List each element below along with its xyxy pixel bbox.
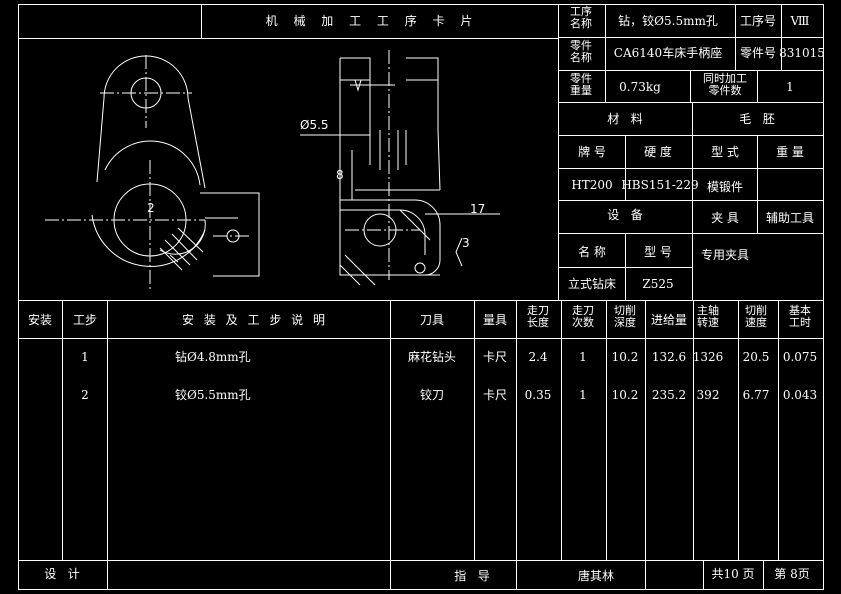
lever-side-view <box>91 55 260 277</box>
material-label: 材 料 <box>607 112 643 126</box>
part-weight-label: 零件 重量 <box>570 72 592 97</box>
process-no-value: Ⅷ <box>790 14 810 28</box>
table-cell: 卡尺 <box>482 350 508 364</box>
table-cell: 235.2 <box>651 388 687 402</box>
header-cell: 走刀 次数 <box>572 304 594 329</box>
dim-3: 3 <box>462 236 470 250</box>
equipment-label: 设 备 <box>607 208 643 222</box>
centerlines-right <box>345 50 420 280</box>
design-label: 设 计 <box>44 567 80 581</box>
eq-model-label: 型 号 <box>644 245 672 259</box>
total-pages: 共10 页 <box>711 567 755 581</box>
table-cell: 392 <box>696 388 720 402</box>
table-cell: 铰Ø5.5mm孔 <box>175 388 251 402</box>
blank-weight-label: 重 量 <box>776 145 804 159</box>
card-title: 机 械 加 工 工 序 卡 片 <box>265 14 479 28</box>
header-cell: 刀具 <box>419 313 445 327</box>
table-cell: 0.043 <box>782 388 818 402</box>
table-cell: 1326 <box>692 350 724 364</box>
lever-section-view <box>339 57 463 286</box>
form-value: 模锻件 <box>706 180 744 194</box>
dim-8: 8 <box>336 168 344 182</box>
eq-model-value: Z525 <box>642 277 674 291</box>
simul-count: 1 <box>786 80 794 94</box>
page-number: 第 8页 <box>774 567 810 581</box>
centerlines-left <box>45 55 250 292</box>
header-cell: 主轴 转速 <box>697 304 719 329</box>
hardness-label: 硬 度 <box>644 145 672 159</box>
header-cell: 安 装 及 工 步 说 明 <box>182 313 328 327</box>
table-cell: 6.77 <box>742 388 770 402</box>
dim-17: 17 <box>470 202 486 216</box>
dimension-lines <box>300 79 500 215</box>
header-cell: 工步 <box>72 313 98 327</box>
header-cell: 基本 工时 <box>789 304 811 329</box>
process-no-label: 工序号 <box>739 14 777 28</box>
table-cell: 铰刀 <box>419 388 445 402</box>
table-cell: 0.35 <box>524 388 552 402</box>
table-cell: 2.4 <box>528 350 548 364</box>
part-weight-value: 0.73kg <box>619 80 661 94</box>
fixture-label: 夹 具 <box>711 211 739 225</box>
header-cell: 走刀 长度 <box>527 304 549 329</box>
guide-label: 指 导 <box>454 569 490 583</box>
part-name-value: CA6140车床手柄座 <box>613 46 723 60</box>
aux-tool-label: 辅助工具 <box>765 211 815 225</box>
part-no-label: 零件号 <box>739 46 777 60</box>
header-cell: 切削 深度 <box>614 304 636 329</box>
process-name-value: 钻，铰Ø5.5mm孔 <box>618 14 718 28</box>
part-no-value: 831015 <box>779 46 825 60</box>
table-cell: 132.6 <box>651 350 687 364</box>
table-cell: 10.2 <box>611 388 639 402</box>
table-cell: 钻Ø4.8mm孔 <box>175 350 251 364</box>
table-cell: 2 <box>81 388 89 402</box>
blank-label: 毛 胚 <box>739 112 775 126</box>
table-cell: 麻花钻头 <box>407 350 457 364</box>
table-cell: 10.2 <box>611 350 639 364</box>
fixture-value: 专用夹具 <box>700 248 750 262</box>
header-cell: 安装 <box>27 313 53 327</box>
dim-diameter: Ø5.5 <box>300 118 329 132</box>
guide-name: 唐其林 <box>577 569 615 583</box>
outer-border <box>18 4 824 590</box>
grade-value: HT200 <box>571 178 613 192</box>
header-cell: 进给量 <box>650 313 688 327</box>
form-label: 型 式 <box>711 145 739 159</box>
part-name-label: 零件 名称 <box>570 39 592 64</box>
header-cell: 切削 速度 <box>745 304 767 329</box>
hardness-value: HBS151-229 <box>621 178 699 192</box>
table-cell: 1 <box>81 350 89 364</box>
mark-2: 2 <box>147 201 155 215</box>
process-name-label: 工序 名称 <box>570 5 592 30</box>
table-cell: 0.075 <box>782 350 818 364</box>
table-cell: 1 <box>579 388 587 402</box>
table-cell: 卡尺 <box>482 388 508 402</box>
eq-name-label: 名 称 <box>578 245 606 259</box>
eq-name-value: 立式钻床 <box>567 277 617 291</box>
table-cell: 1 <box>579 350 587 364</box>
table-cell: 20.5 <box>742 350 770 364</box>
simul-label: 同时加工 零件数 <box>703 72 747 97</box>
grade-label: 牌 号 <box>578 145 606 159</box>
header-cell: 量具 <box>482 313 508 327</box>
